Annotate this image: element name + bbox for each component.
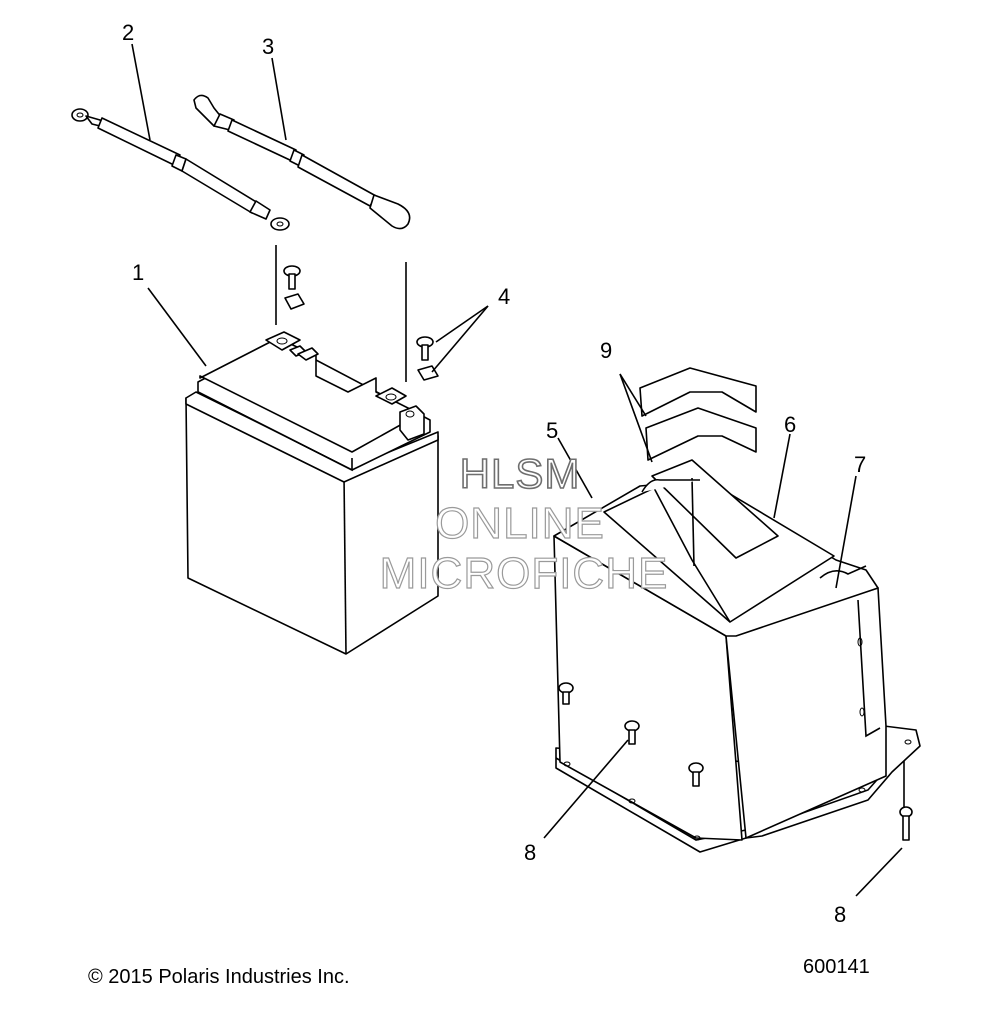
callout-4: 4 [498, 284, 510, 309]
battery-cable-positive [193, 94, 411, 230]
battery-cable-negative [71, 108, 290, 231]
callout-1: 1 [132, 260, 144, 285]
watermark-line1: HLSM [460, 450, 581, 497]
callout-2: 2 [122, 20, 134, 45]
callout-5: 5 [546, 418, 558, 443]
callout-8-left: 8 [524, 840, 536, 865]
watermark: HLSM ONLINE MICROFICHE [379, 449, 669, 598]
terminal-hardware [283, 265, 439, 381]
callout-9: 9 [600, 338, 612, 363]
callout-6: 6 [784, 412, 796, 437]
battery [185, 331, 439, 655]
watermark-line3: MICROFICHE [380, 549, 669, 598]
callout-3: 3 [262, 34, 274, 59]
battery-box [553, 459, 921, 853]
watermark-line2: ONLINE [435, 499, 605, 548]
mounting-screws [558, 682, 913, 841]
callout-8-right: 8 [834, 902, 846, 927]
callout-7: 7 [854, 452, 866, 477]
copyright-notice: © 2015 Polaris Industries Inc. [88, 966, 350, 988]
foam-pads [639, 367, 757, 461]
leader-lines [131, 43, 903, 897]
figure-number: 600141 [803, 956, 870, 978]
